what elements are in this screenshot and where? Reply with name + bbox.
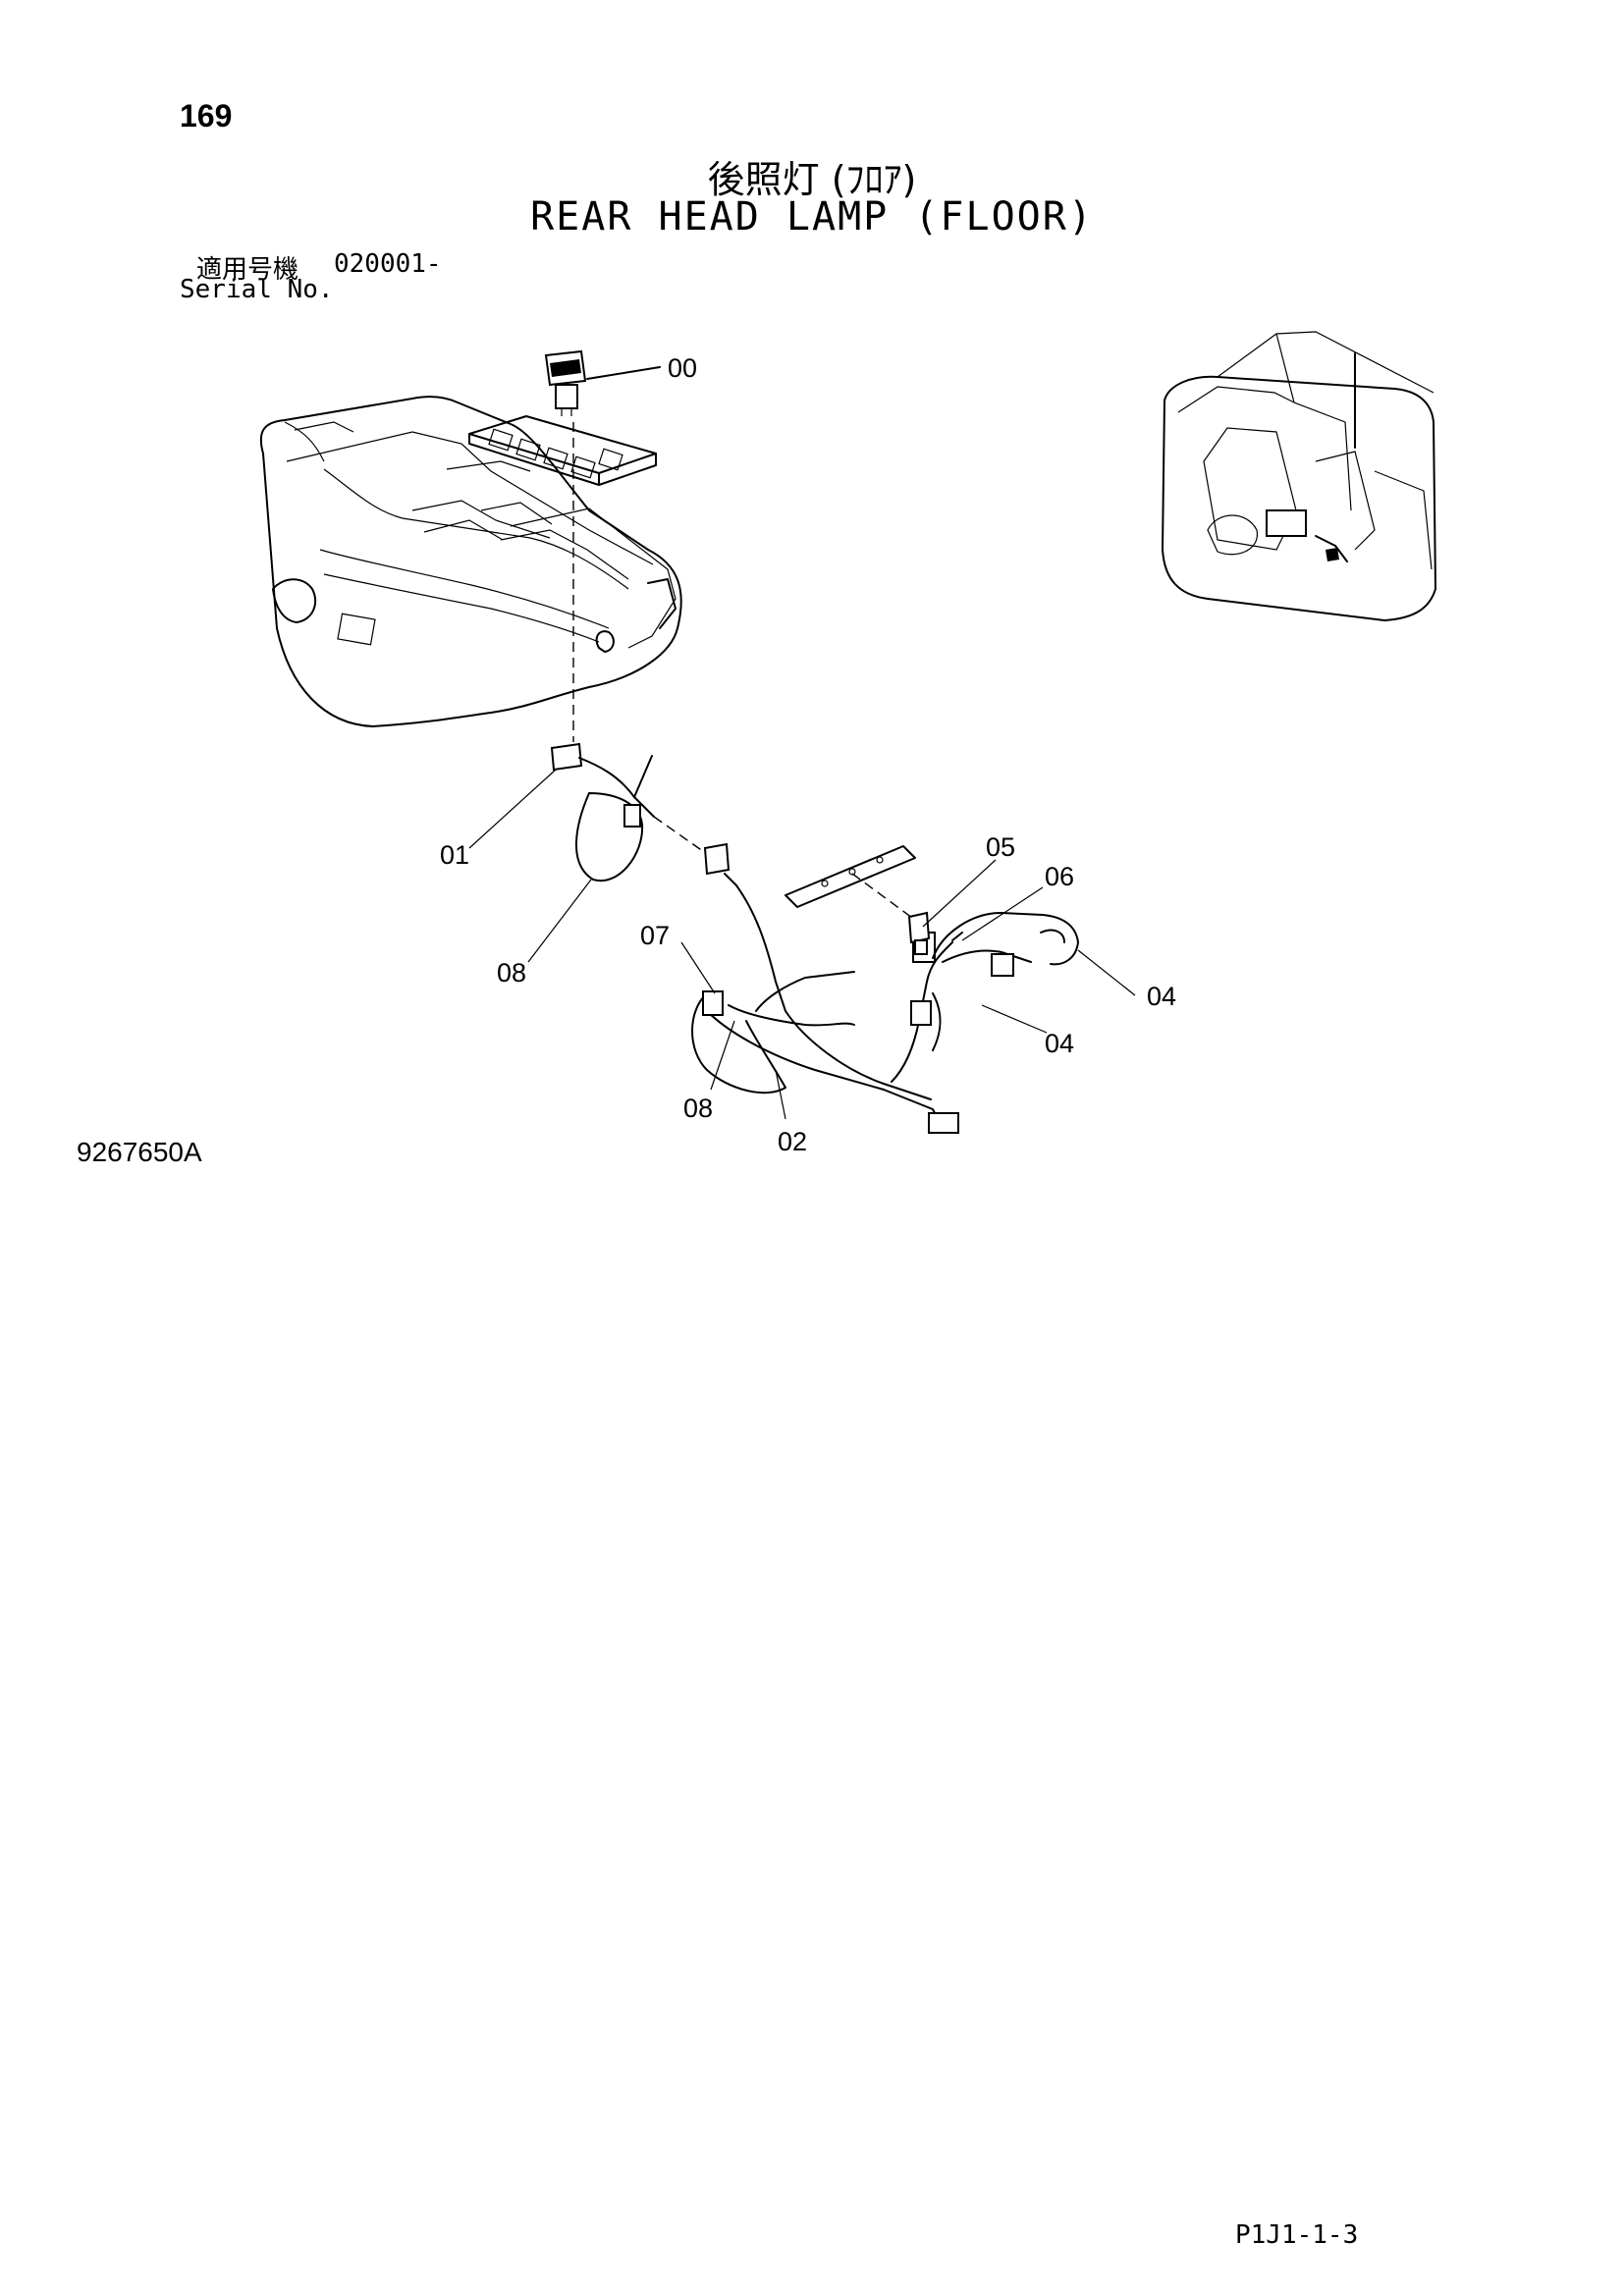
serial-label-english: Serial No. — [180, 275, 334, 304]
harness-01 — [550, 422, 708, 882]
parts-diagram: 00 01 08 05 06 07 04 04 08 02 — [259, 331, 1436, 1156]
bracket — [785, 845, 928, 930]
harness-04 — [932, 912, 1079, 1051]
callout-06: 06 — [1045, 862, 1074, 891]
callout-05: 05 — [986, 832, 1015, 862]
title-japanese: 後照灯 (ﾌﾛｱ) — [707, 158, 917, 201]
callout-08-left: 08 — [497, 958, 526, 988]
console-housing — [259, 396, 682, 727]
serial-value: 020001- — [334, 249, 442, 279]
page-number: 169 — [180, 98, 233, 133]
callout-01: 01 — [440, 840, 469, 870]
callout-00: 00 — [668, 353, 697, 383]
callout-04-lower: 04 — [1045, 1029, 1074, 1058]
title-english: REAR HEAD LAMP (FLOOR) — [530, 194, 1094, 240]
switch-panel — [468, 415, 657, 486]
callout-04-right: 04 — [1147, 982, 1176, 1011]
rocker-switch — [544, 349, 661, 416]
serial-label-japanese: 適用号機 — [196, 255, 299, 285]
relay — [907, 911, 963, 955]
harness-02 — [691, 842, 959, 1134]
callout-02: 02 — [778, 1127, 807, 1156]
drawing-number: 9267650A — [77, 1137, 202, 1167]
callout-08-lower: 08 — [683, 1094, 713, 1123]
leader-lines — [468, 769, 1136, 1120]
cab-inset — [1162, 331, 1436, 621]
page-code: P1J1-1-3 — [1235, 2220, 1359, 2250]
callout-07: 07 — [640, 921, 670, 950]
